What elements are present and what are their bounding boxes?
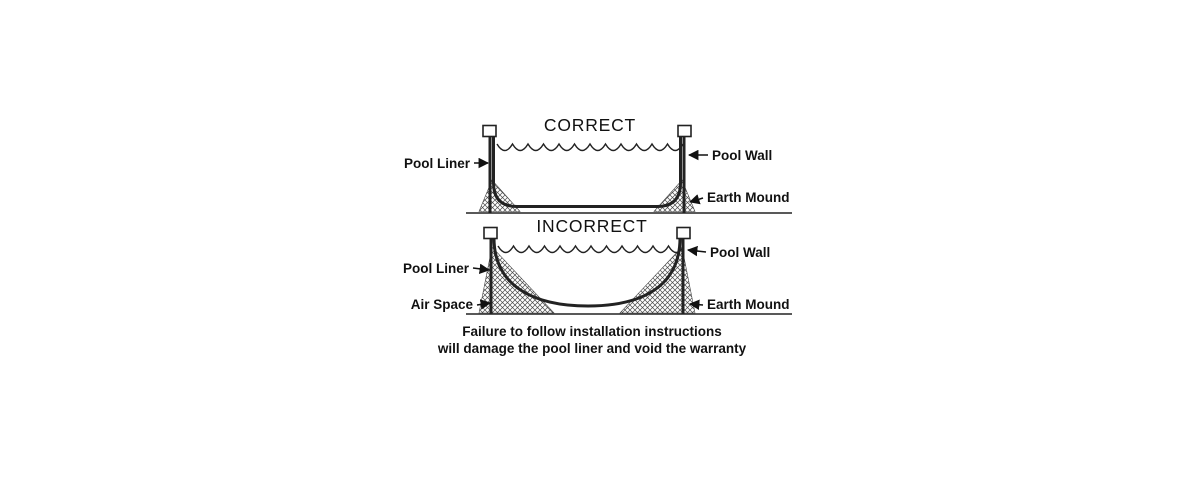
incorrect-wall-top-rail-left xyxy=(483,226,498,240)
correct-pool-wall-label: Pool Wall xyxy=(712,148,772,163)
warning-line-2: will damage the pool liner and void the … xyxy=(437,341,747,356)
incorrect-air-space-label: Air Space xyxy=(411,297,474,312)
correct-pool-liner-label: Pool Liner xyxy=(404,156,471,171)
incorrect-pool-wall-label: Pool Wall xyxy=(710,245,770,260)
correct-diagram: CORRECT Pool Liner Pool Wall Earth Mound xyxy=(404,115,792,214)
correct-wall-top-rail-left xyxy=(482,124,497,138)
incorrect-diagram: INCORRECT Pool Liner Air Space Pool Wall xyxy=(403,216,792,315)
correct-title: CORRECT xyxy=(544,115,636,135)
correct-earth-mound-label: Earth Mound xyxy=(707,190,790,205)
incorrect-earth-mound-arrow xyxy=(688,299,704,310)
incorrect-air-space-arrow xyxy=(476,299,492,310)
correct-wall-top-rail-right xyxy=(677,124,692,138)
correct-water-surface xyxy=(496,142,684,152)
incorrect-wall-top-rail-right xyxy=(676,226,691,240)
incorrect-earth-mound-label: Earth Mound xyxy=(707,297,790,312)
incorrect-pool-liner-label: Pool Liner xyxy=(403,261,470,276)
warning-note: Failure to follow installation instructi… xyxy=(437,324,747,356)
correct-pool-liner-shape xyxy=(492,136,682,208)
incorrect-title: INCORRECT xyxy=(536,216,647,236)
correct-earth-mound-arrow xyxy=(688,194,704,205)
incorrect-water-surface xyxy=(497,244,685,254)
warning-line-1: Failure to follow installation instructi… xyxy=(462,324,722,339)
incorrect-pool-liner-shape xyxy=(492,237,682,308)
incorrect-pool-liner-arrow xyxy=(472,263,491,275)
incorrect-pool-wall-arrow xyxy=(686,245,707,257)
